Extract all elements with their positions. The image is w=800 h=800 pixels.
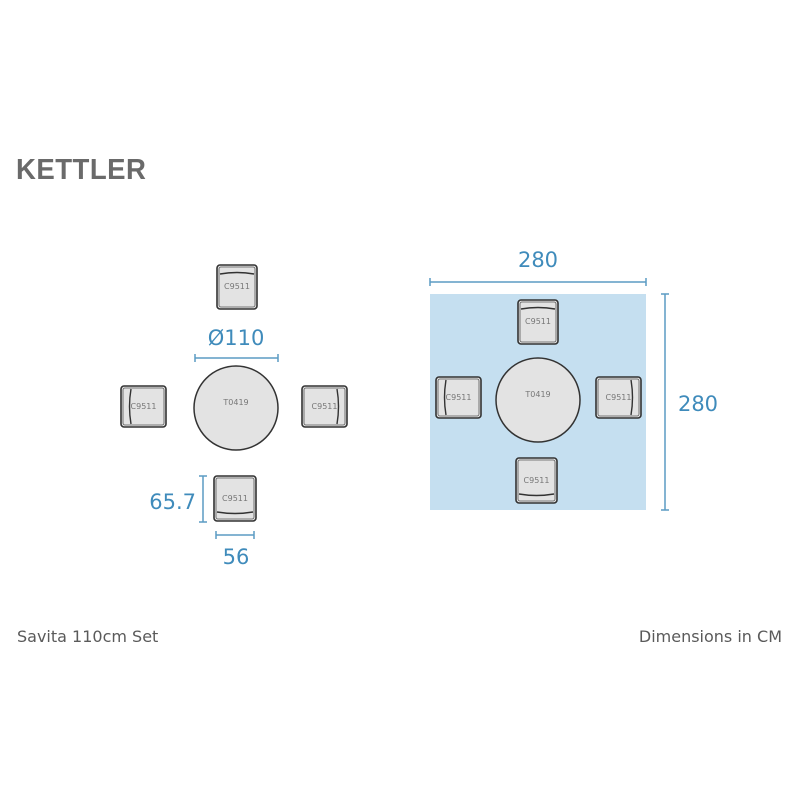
chair-backrest	[443, 379, 447, 416]
chair-code: C9511	[130, 401, 157, 411]
chair-left-right	[301, 385, 348, 428]
chair-left-top	[216, 264, 258, 310]
chair-code: C9511	[445, 392, 472, 402]
chair-backrest	[630, 379, 634, 416]
kettler-logo: KETTLER	[16, 154, 147, 186]
chair-code: C9511	[525, 317, 551, 326]
chair-code: C9511	[224, 282, 250, 291]
chair-code: C9511	[605, 392, 632, 402]
chair-depth-line	[199, 475, 207, 523]
area-width-label: 280	[517, 248, 559, 272]
chair-code: C9511	[311, 401, 338, 411]
area-width-line	[429, 278, 647, 286]
chair-backrest	[216, 511, 254, 515]
chair-width-line	[215, 531, 255, 539]
chair-left-left	[120, 385, 167, 428]
chair-backrest	[219, 271, 255, 275]
chair-backrest	[520, 306, 556, 310]
units-note: Dimensions in CM	[638, 627, 782, 646]
chair-width-label: 56	[222, 545, 250, 569]
table-left	[193, 365, 279, 451]
table-diameter-label: Ø110	[207, 326, 265, 350]
table-right	[495, 357, 581, 443]
chair-depth-label: 65.7	[149, 490, 196, 514]
product-name: Savita 110cm Set	[17, 627, 159, 646]
table-code-left: T0419	[223, 398, 249, 407]
chair-right-left	[435, 376, 482, 419]
chair-left-bottom	[213, 475, 257, 522]
area-depth-label: 280	[677, 392, 719, 416]
area-depth-line	[661, 293, 669, 511]
chair-code: C9511	[523, 475, 550, 485]
dimension-lines	[194, 278, 669, 539]
table-diameter-line	[194, 354, 279, 362]
chair-right-top	[517, 299, 559, 345]
chair-backrest	[518, 493, 555, 497]
chair-backrest	[128, 388, 132, 425]
table-code-right: T0419	[525, 390, 551, 399]
chair-backrest	[336, 388, 340, 425]
chair-right-right	[595, 376, 642, 419]
chair-right-bottom	[515, 457, 558, 504]
chair-code: C9511	[222, 493, 248, 503]
